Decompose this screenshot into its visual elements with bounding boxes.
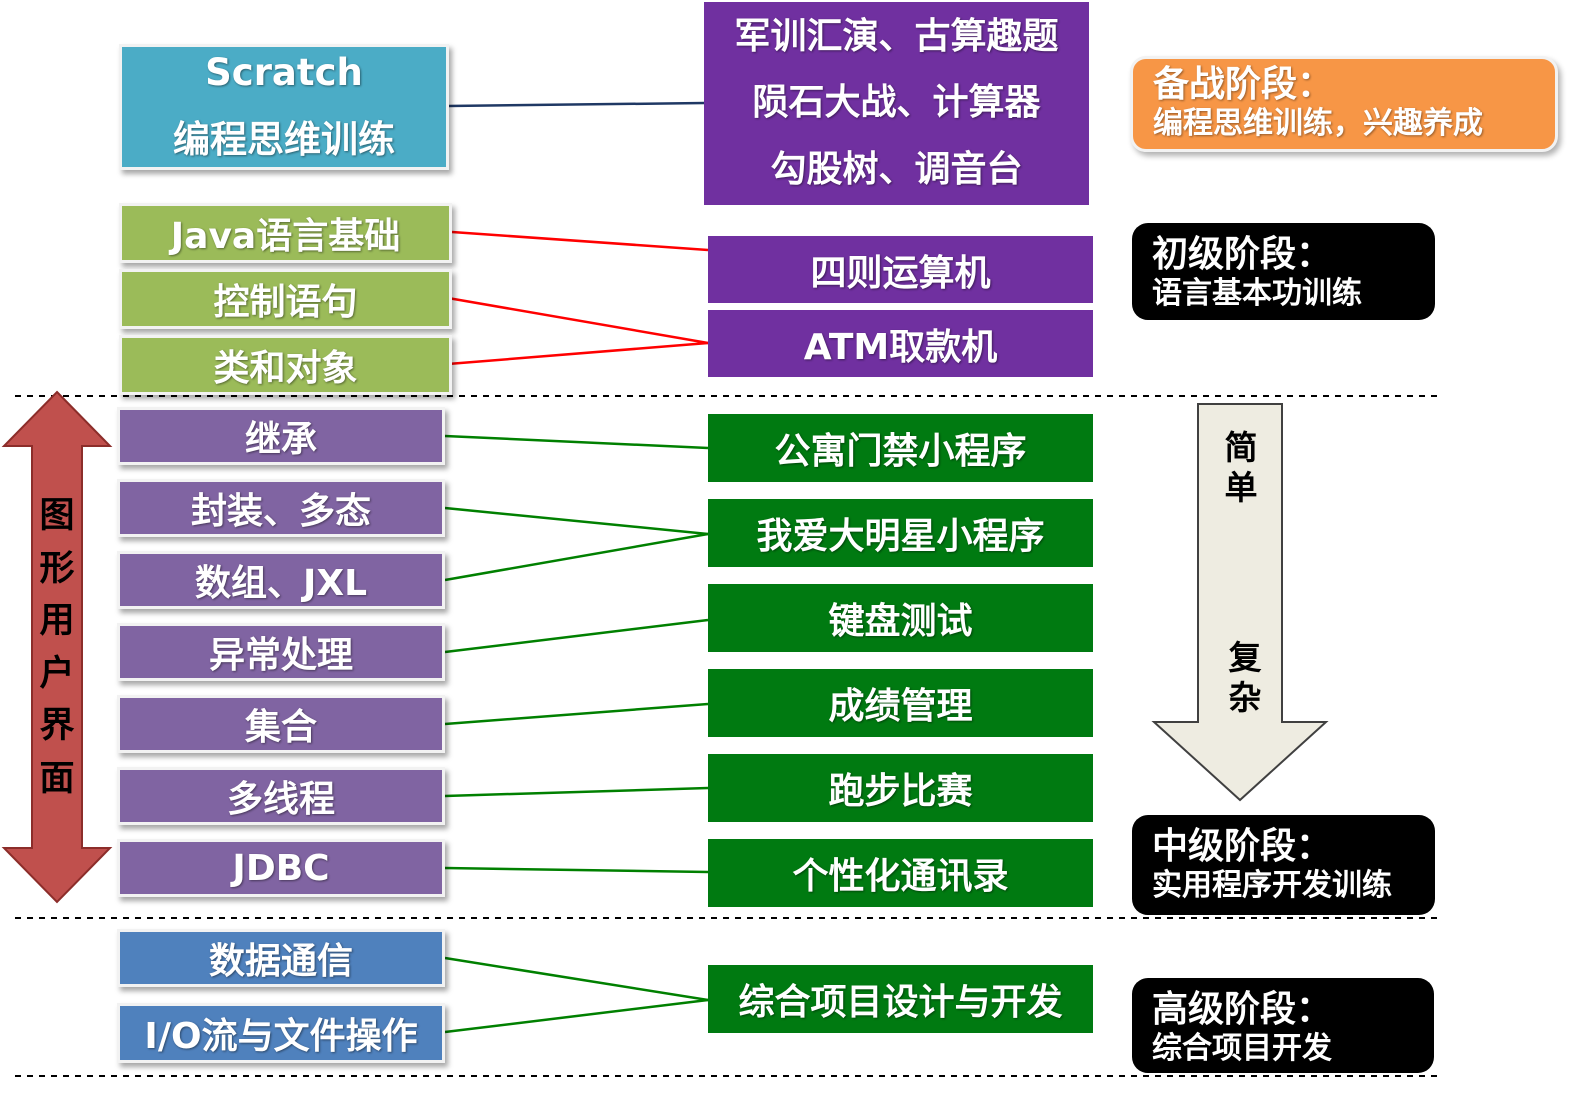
project-scratch-line-1: 军训汇演、古算趣题 bbox=[734, 15, 1059, 57]
connector-encapsulation-star bbox=[444, 506, 709, 536]
project-calculator: 四则运算机 bbox=[708, 236, 1093, 303]
topic-collections: 集合 bbox=[117, 695, 445, 753]
stage-prep-title: 备战阶段： bbox=[1153, 64, 1334, 105]
connector-collections-grades bbox=[444, 702, 709, 726]
topic-exception-handling: 异常处理 bbox=[117, 623, 445, 681]
connector-exceptions-keyboard bbox=[444, 618, 709, 654]
stage-intermediate: 中级阶段： 实用程序开发训练 bbox=[1132, 815, 1435, 915]
topic-control-statements: 控制语句 bbox=[119, 269, 452, 329]
topic-data-communication: 数据通信 bbox=[117, 929, 445, 987]
project-scratch-list: 军训汇演、古算趣题 陨石大战、计算器 勾股树、调音台 bbox=[704, 2, 1089, 205]
gui-label-char-2: 形 bbox=[39, 548, 75, 589]
connector-datacomm-comprehensive bbox=[444, 956, 709, 1002]
connector-inheritance-door bbox=[444, 434, 709, 450]
topic-scratch: Scratch 编程思维训练 bbox=[119, 44, 449, 170]
topic-scratch-line-1: Scratch bbox=[205, 51, 363, 95]
stage-advanced-title: 高级阶段： bbox=[1152, 989, 1333, 1030]
connector-jdbc-contacts bbox=[444, 866, 709, 874]
project-grade-management: 成绩管理 bbox=[708, 669, 1093, 737]
topic-io-file-operations: I/O流与文件操作 bbox=[117, 1003, 445, 1063]
stage-prep-subtitle: 编程思维训练，兴趣养成 bbox=[1153, 106, 1483, 142]
topic-multithreading: 多线程 bbox=[117, 767, 445, 825]
project-scratch-line-3: 勾股树、调音台 bbox=[770, 148, 1023, 190]
gui-label-char-1: 图 bbox=[39, 496, 75, 536]
connector-scratch bbox=[447, 101, 706, 108]
connector-control-atm bbox=[447, 296, 709, 345]
connector-io-comprehensive bbox=[444, 998, 709, 1034]
difficulty-top-char-1: 简 bbox=[1224, 428, 1258, 467]
stage-advanced-subtitle: 综合项目开发 bbox=[1152, 1031, 1332, 1067]
gui-label-char-6: 面 bbox=[39, 758, 75, 799]
gui-double-arrow bbox=[1, 390, 113, 904]
project-scratch-line-2: 陨石大战、计算器 bbox=[752, 82, 1041, 124]
difficulty-down-arrow bbox=[1151, 403, 1329, 802]
project-star-app: 我爱大明星小程序 bbox=[708, 499, 1093, 567]
topic-arrays-jxl: 数组、JXL bbox=[117, 551, 445, 609]
stage-prep: 备战阶段： 编程思维训练，兴趣养成 bbox=[1130, 56, 1558, 152]
project-atm: ATM取款机 bbox=[708, 310, 1093, 377]
connector-classes-atm bbox=[447, 341, 709, 366]
difficulty-top-char-2: 单 bbox=[1224, 467, 1258, 507]
stage-intermediate-title: 中级阶段： bbox=[1152, 826, 1333, 867]
connector-threads-race bbox=[444, 786, 709, 798]
topic-scratch-line-2: 编程思维训练 bbox=[173, 118, 395, 161]
connector-java-calculator bbox=[451, 230, 709, 252]
project-comprehensive: 综合项目设计与开发 bbox=[708, 965, 1093, 1033]
topic-encapsulation-polymorphism: 封装、多态 bbox=[117, 479, 445, 537]
connector-arrays-star bbox=[444, 532, 709, 582]
topic-inheritance: 继承 bbox=[117, 407, 445, 465]
gui-label-char-3: 用 bbox=[39, 601, 75, 641]
connectors-intermediate bbox=[444, 434, 709, 1034]
gui-label-char-5: 界 bbox=[39, 706, 75, 746]
stage-beginner: 初级阶段： 语言基本功训练 bbox=[1132, 223, 1435, 320]
topic-java-basics: Java语言基础 bbox=[119, 203, 452, 263]
gui-arrow-label: 图 形 用 户 界 面 bbox=[34, 490, 80, 805]
difficulty-bottom-char-2: 杂 bbox=[1228, 677, 1262, 717]
difficulty-bottom-char-1: 复 bbox=[1228, 638, 1262, 677]
topic-classes-objects: 类和对象 bbox=[119, 335, 452, 395]
connectors-beginner bbox=[447, 230, 709, 366]
topic-jdbc: JDBC bbox=[117, 839, 445, 897]
difficulty-bottom-label: 复 杂 bbox=[1222, 638, 1268, 717]
section-dividers bbox=[15, 395, 1440, 1077]
stage-intermediate-subtitle: 实用程序开发训练 bbox=[1152, 868, 1392, 904]
stage-beginner-subtitle: 语言基本功训练 bbox=[1152, 276, 1362, 312]
difficulty-top-label: 简 单 bbox=[1218, 428, 1264, 507]
project-door-access: 公寓门禁小程序 bbox=[708, 414, 1093, 482]
stage-advanced: 高级阶段： 综合项目开发 bbox=[1132, 978, 1434, 1073]
stage-beginner-title: 初级阶段： bbox=[1152, 234, 1333, 275]
gui-label-char-4: 户 bbox=[39, 653, 75, 694]
project-keyboard-test: 键盘测试 bbox=[708, 584, 1093, 652]
project-running-race: 跑步比赛 bbox=[708, 754, 1093, 822]
project-contacts: 个性化通讯录 bbox=[708, 839, 1093, 907]
